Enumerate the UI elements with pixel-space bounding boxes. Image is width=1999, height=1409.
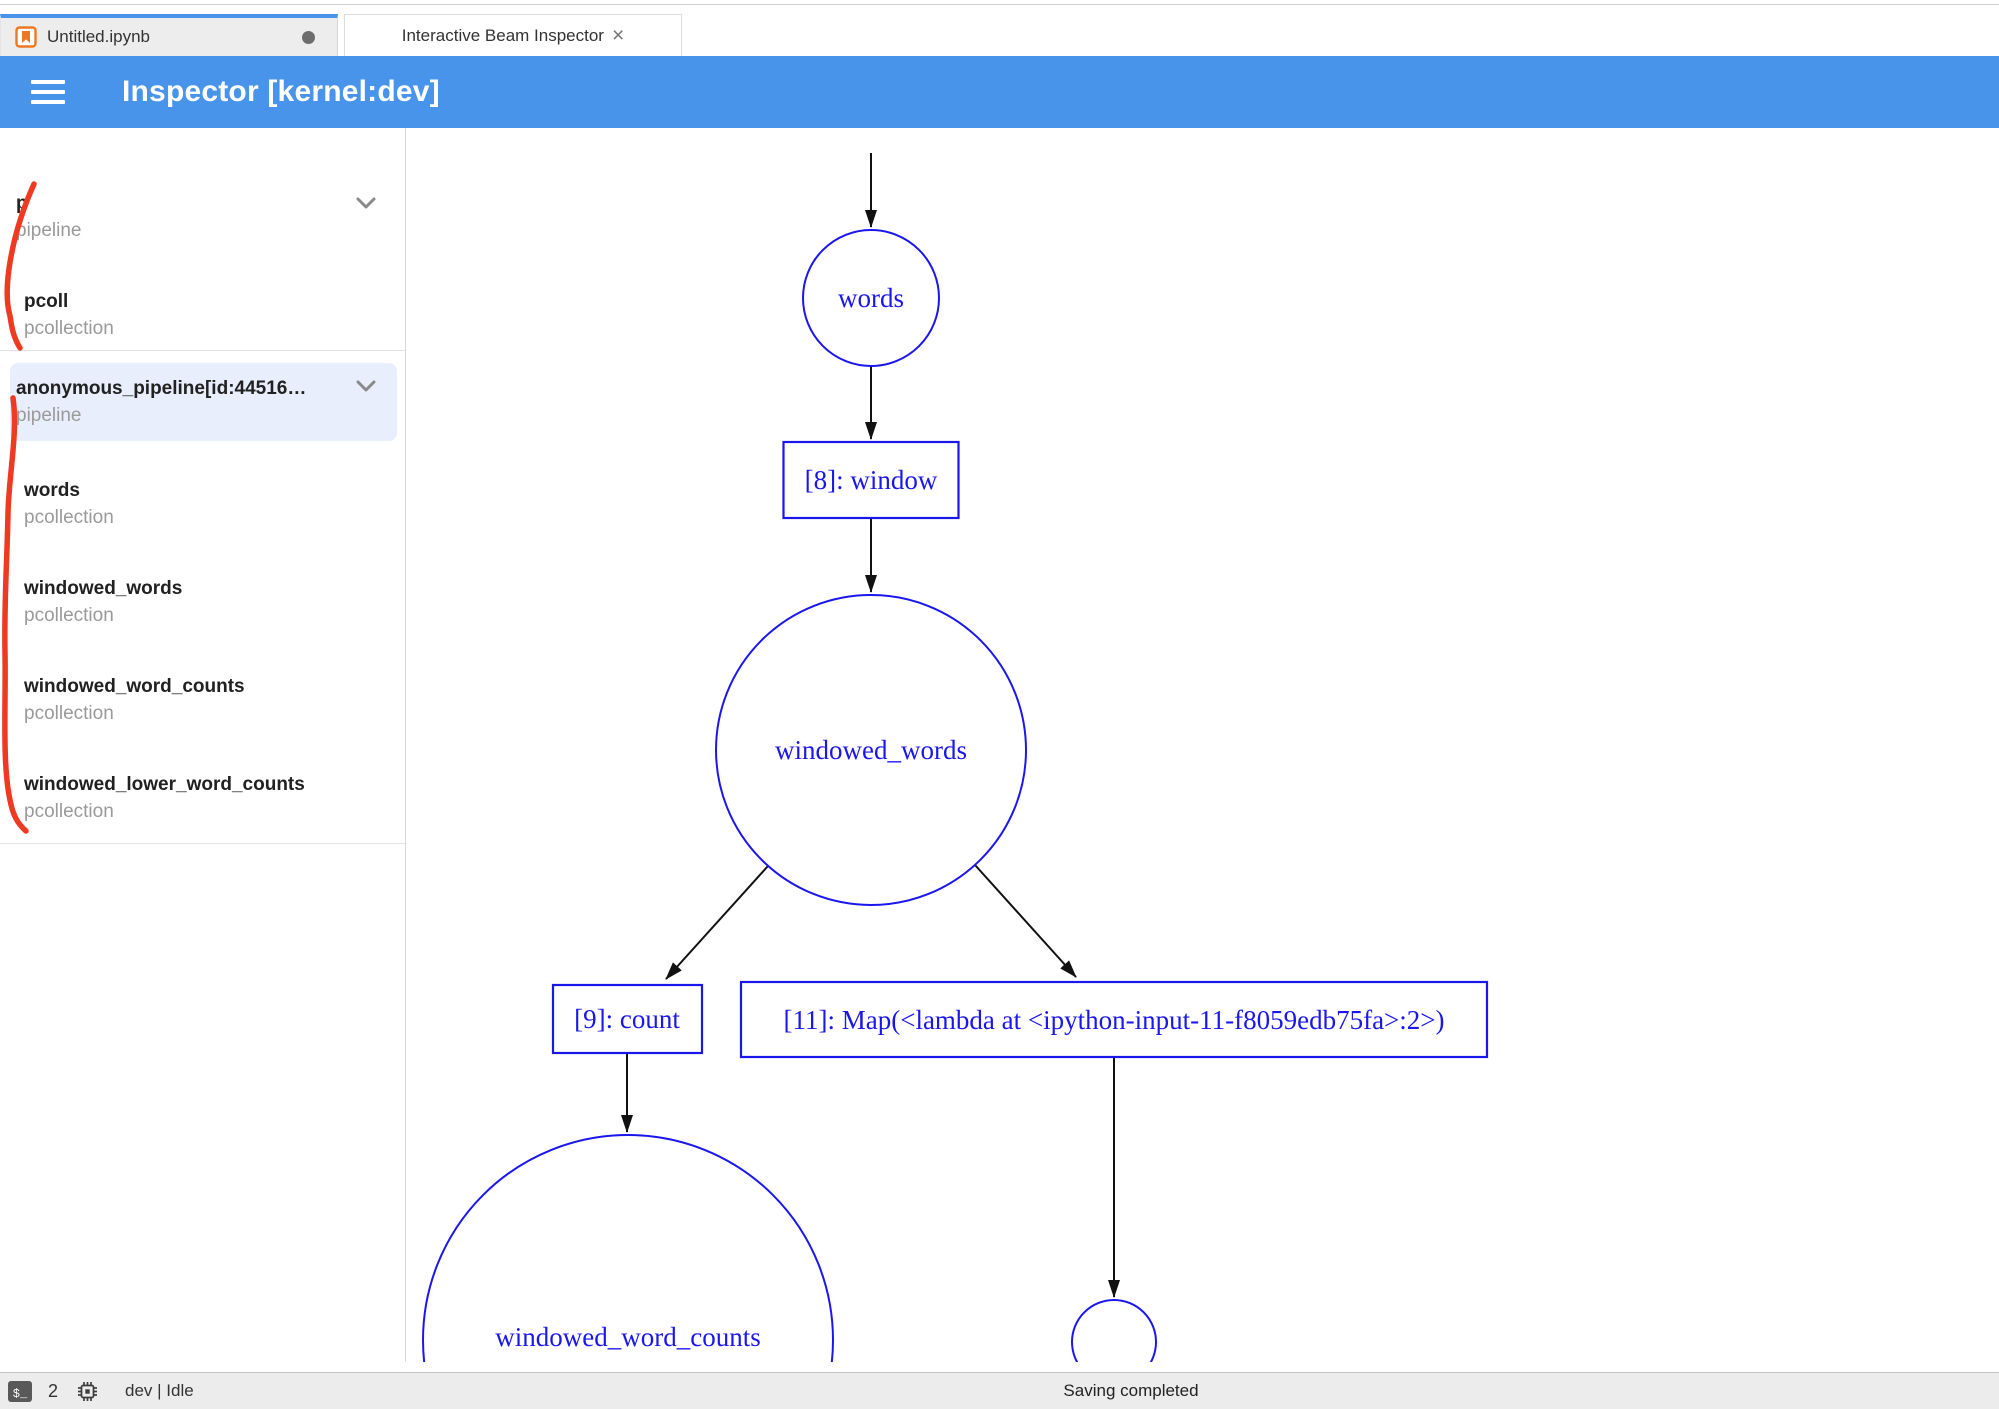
item-type: pipeline <box>16 405 82 426</box>
sidebar-item-windowed-words[interactable]: windowed_words pcollection <box>0 575 405 629</box>
tab-untitled-notebook[interactable]: Untitled.ipynb <box>0 14 338 56</box>
node-windowed-words-label: windowed_words <box>775 735 967 765</box>
node-window-label: [8]: window <box>805 465 938 495</box>
chevron-down-icon[interactable] <box>355 379 377 393</box>
item-name: windowed_lower_word_counts <box>24 774 305 795</box>
item-name: anonymous_pipeline[id:44516… <box>16 378 307 399</box>
tab-inspector-label: Interactive Beam Inspector <box>401 25 604 45</box>
kernel-sessions-count[interactable]: 2 <box>48 1380 59 1401</box>
unsaved-changes-dot <box>302 30 315 44</box>
sidebar-group-divider <box>0 350 405 351</box>
sidebar-item-p[interactable]: p pipeline <box>0 190 405 244</box>
pipeline-list: p pipeline pcoll pcollection anonymous_p… <box>0 128 405 844</box>
pipeline-dag: words [8]: window windowed_words [9]: co… <box>422 153 1489 1362</box>
notebook-icon <box>15 26 37 48</box>
kernel-chip-icon[interactable] <box>76 1380 99 1403</box>
item-type: pipeline <box>16 220 82 241</box>
window-top-border <box>0 4 1999 5</box>
kernel-status[interactable]: dev | Idle <box>125 1381 194 1400</box>
sidebar-item-anonymous-pipeline[interactable]: anonymous_pipeline[id:44516… pipeline <box>10 363 397 441</box>
sidebar-list-end-divider <box>0 843 405 844</box>
node-windowed-words <box>715 594 1027 906</box>
item-type: pcollection <box>24 801 114 822</box>
pipeline-graph: words [8]: window windowed_words [9]: co… <box>407 128 1999 1362</box>
menu-icon[interactable] <box>31 80 65 104</box>
status-message: Saving completed <box>1063 1381 1199 1400</box>
status-bar: $_ 2 dev | Idle Saving completed <box>0 1372 1999 1409</box>
node-words-label: words <box>838 283 904 313</box>
tab-bar: Untitled.ipynb Interactive Beam Inspecto… <box>0 14 1999 56</box>
page-title: Inspector [kernel:dev] <box>122 75 440 108</box>
node-count-label: [9]: count <box>574 1004 680 1034</box>
tab-beam-inspector[interactable]: Interactive Beam Inspector × <box>344 14 682 56</box>
node-window <box>782 440 960 520</box>
sidebar-item-words[interactable]: words pcollection <box>0 477 405 531</box>
item-type: pcollection <box>24 605 114 626</box>
edge-windowedwords-map <box>974 864 1077 978</box>
inspector-toolbar: Inspector [kernel:dev] <box>0 56 1999 128</box>
tab-untitled-label: Untitled.ipynb <box>47 27 151 46</box>
item-type: pcollection <box>24 703 114 724</box>
chevron-down-icon[interactable] <box>355 196 377 210</box>
pipeline-sidebar: p pipeline pcoll pcollection anonymous_p… <box>0 128 406 1362</box>
close-icon[interactable]: × <box>611 24 625 47</box>
node-count <box>551 983 704 1055</box>
sidebar-item-pcoll[interactable]: pcoll pcollection <box>0 288 405 342</box>
node-windowed-word-counts-label: windowed_word_counts <box>495 1322 760 1352</box>
node-map-label: [11]: Map(<lambda at <ipython-input-11-f… <box>784 1005 1445 1035</box>
item-name: pcoll <box>24 291 69 312</box>
item-name: words <box>24 480 80 501</box>
sidebar-item-windowed-lower-word-counts[interactable]: windowed_lower_word_counts pcollection <box>0 771 405 825</box>
window-top-strip <box>0 0 1999 14</box>
node-result <box>1071 1299 1157 1362</box>
node-map <box>739 980 1489 1059</box>
edge-windowedwords-count <box>665 865 769 980</box>
item-name: windowed_word_counts <box>24 676 245 697</box>
inspector-content: p pipeline pcoll pcollection anonymous_p… <box>0 128 1999 1362</box>
terminal-icon[interactable]: $_ <box>8 1380 32 1402</box>
node-words <box>802 229 940 367</box>
item-type: pcollection <box>24 507 114 528</box>
item-name: windowed_words <box>24 578 183 599</box>
item-name: p <box>16 193 28 214</box>
sidebar-item-windowed-word-counts[interactable]: windowed_word_counts pcollection <box>0 673 405 727</box>
node-windowed-word-counts <box>422 1134 834 1362</box>
item-type: pcollection <box>24 318 114 339</box>
